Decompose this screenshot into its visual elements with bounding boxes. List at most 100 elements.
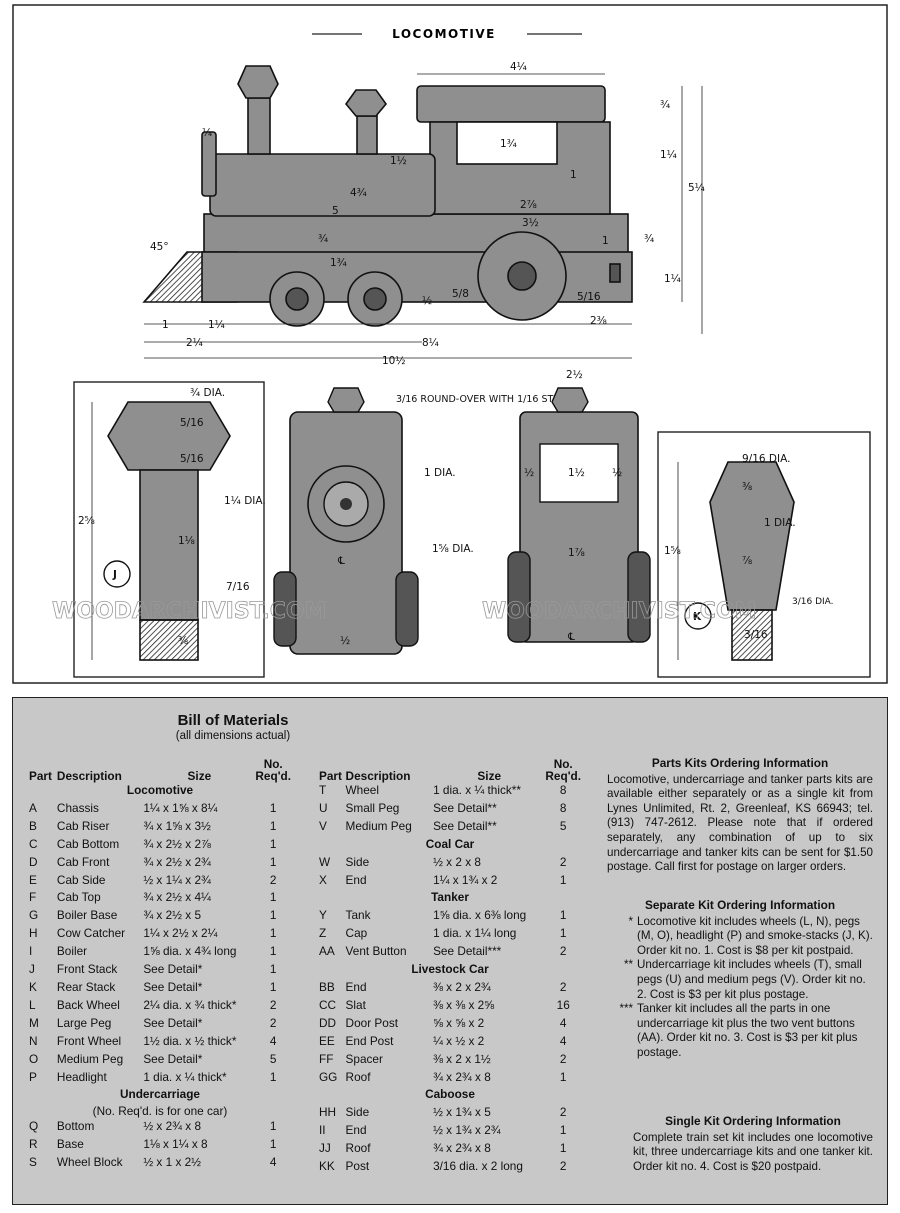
dim-side-13: 1¾ (330, 257, 347, 269)
part-quantity: 2 (559, 944, 567, 959)
part-quantity: 8 (559, 800, 567, 815)
bom-header-right: Part Description Size No.Req'd. (319, 758, 581, 782)
dim-side-26: 10½ (382, 355, 406, 367)
stack-k-detail: 9/16 DIA. ⅜ 1 DIA. 1⅝ ⅞ 3/16 DIA. 3/16 K (657, 431, 871, 678)
part-letter: S (29, 1155, 37, 1170)
drawing-title: LOCOMOTIVE (392, 27, 496, 41)
part-description: Slat (345, 997, 366, 1012)
table-row: E Cab Side ½ x 1¼ x 2¾ 2 (29, 872, 291, 890)
dim-side-6: 1½ (390, 155, 407, 167)
part-quantity: 8 (559, 783, 567, 797)
bom-section-heading: Caboose (319, 1086, 581, 1104)
dim-rear-5: ℄ (567, 631, 575, 643)
part-quantity: 1 (269, 1137, 277, 1152)
dim-side-7: 4¾ (350, 187, 367, 199)
dim-side-23: 1¼ (208, 319, 225, 331)
dim-k-6: 3/16 (744, 629, 768, 641)
dim-side-21: 2⅜ (590, 315, 607, 327)
part-description: Cab Side (56, 872, 106, 887)
part-description: Side (345, 1105, 370, 1120)
part-letter: CC (319, 997, 337, 1012)
dim-j-8: J (112, 569, 117, 581)
watermark-right: WOODARCHIVIST.COM (482, 599, 756, 624)
part-description: Roof (345, 1141, 371, 1156)
bom-header-size: Size (477, 769, 502, 783)
part-letter: FF (319, 1051, 334, 1066)
bom-section-heading: Tanker (319, 889, 581, 907)
dim-k-7: K (693, 611, 702, 623)
part-description: Front Stack (56, 962, 118, 977)
section-label: Caboose (425, 1087, 475, 1102)
dim-side-1: ¾ (660, 99, 670, 111)
dim-side-25: 8¼ (422, 337, 439, 349)
part-size: 1¼ x 2½ x 2¼ (143, 926, 218, 941)
single-kit-text: Complete train set kit includes one loco… (633, 1130, 873, 1173)
dim-side-16: 1¼ (664, 273, 681, 285)
part-quantity: 2 (269, 1015, 277, 1030)
part-size: See Detail* (143, 979, 203, 994)
part-letter: DD (319, 1015, 337, 1030)
dim-side-22: 1 (162, 319, 169, 331)
part-size: ⅝ x ⅝ x 2 (433, 1015, 485, 1030)
part-quantity: 2 (559, 1051, 567, 1066)
part-quantity: 1 (269, 926, 277, 941)
part-size: See Detail** (433, 818, 497, 833)
dim-j-3: 1¼ DIA. (224, 495, 266, 507)
part-size: 3/16 dia. x 2 long (433, 1159, 523, 1174)
kit-item: *Locomotive kit includes wheels (L, N), … (628, 914, 873, 957)
part-letter: J (29, 962, 35, 977)
section-label: Undercarriage (120, 1087, 200, 1102)
part-quantity: 2 (269, 997, 277, 1012)
part-description: End (345, 979, 367, 994)
part-size: ¾ x 2½ x 2⅞ (143, 836, 211, 851)
part-quantity: 1 (559, 872, 567, 887)
section-label: Livestock Car (411, 962, 489, 977)
part-letter: E (29, 872, 37, 887)
bom-title: Bill of Materials (177, 712, 289, 729)
watermark-left: WOODARCHIVIST.COM (52, 599, 326, 624)
part-letter: GG (319, 1069, 338, 1084)
part-quantity: 2 (269, 872, 277, 887)
part-size: ½ x 1¼ x 2¾ (143, 872, 211, 887)
part-letter: G (29, 908, 39, 923)
part-quantity: 2 (559, 979, 567, 994)
part-quantity: 2 (559, 1159, 567, 1174)
bom-section-heading: Coal Car (319, 836, 581, 854)
dim-side-4: 5¼ (688, 182, 705, 194)
part-size: 1 dia. x ¼ thick** (433, 783, 521, 797)
parts-kits-info: Parts Kits Ordering Information Locomoti… (607, 756, 873, 875)
dim-front-1: 1 DIA. (424, 467, 456, 479)
side-elevation (142, 65, 633, 327)
part-quantity: 1 (269, 962, 277, 977)
part-size: ¾ x 2½ x 2¾ (143, 854, 211, 869)
part-description: Cab Top (56, 890, 101, 905)
part-quantity: 1 (559, 908, 567, 923)
part-description: Wheel Block (56, 1155, 123, 1170)
part-description: Bottom (56, 1119, 95, 1134)
part-description: End (345, 1123, 367, 1138)
bom-subsection-note: (No. Req'd. is for one car) (29, 1104, 291, 1118)
part-size: ½ x 1 x 2½ (143, 1155, 202, 1170)
part-size: ½ x 1¾ x 5 (433, 1105, 491, 1120)
dim-side-0: 4¼ (510, 61, 527, 73)
part-size: 2¼ dia. x ¾ thick* (143, 997, 237, 1012)
part-letter: JJ (319, 1141, 331, 1156)
dim-rear-1: ½ (524, 467, 534, 479)
dim-k-5: 3/16 DIA. (792, 597, 834, 607)
part-size: ¾ x 2¾ x 8 (433, 1069, 491, 1084)
part-letter: P (29, 1069, 37, 1084)
